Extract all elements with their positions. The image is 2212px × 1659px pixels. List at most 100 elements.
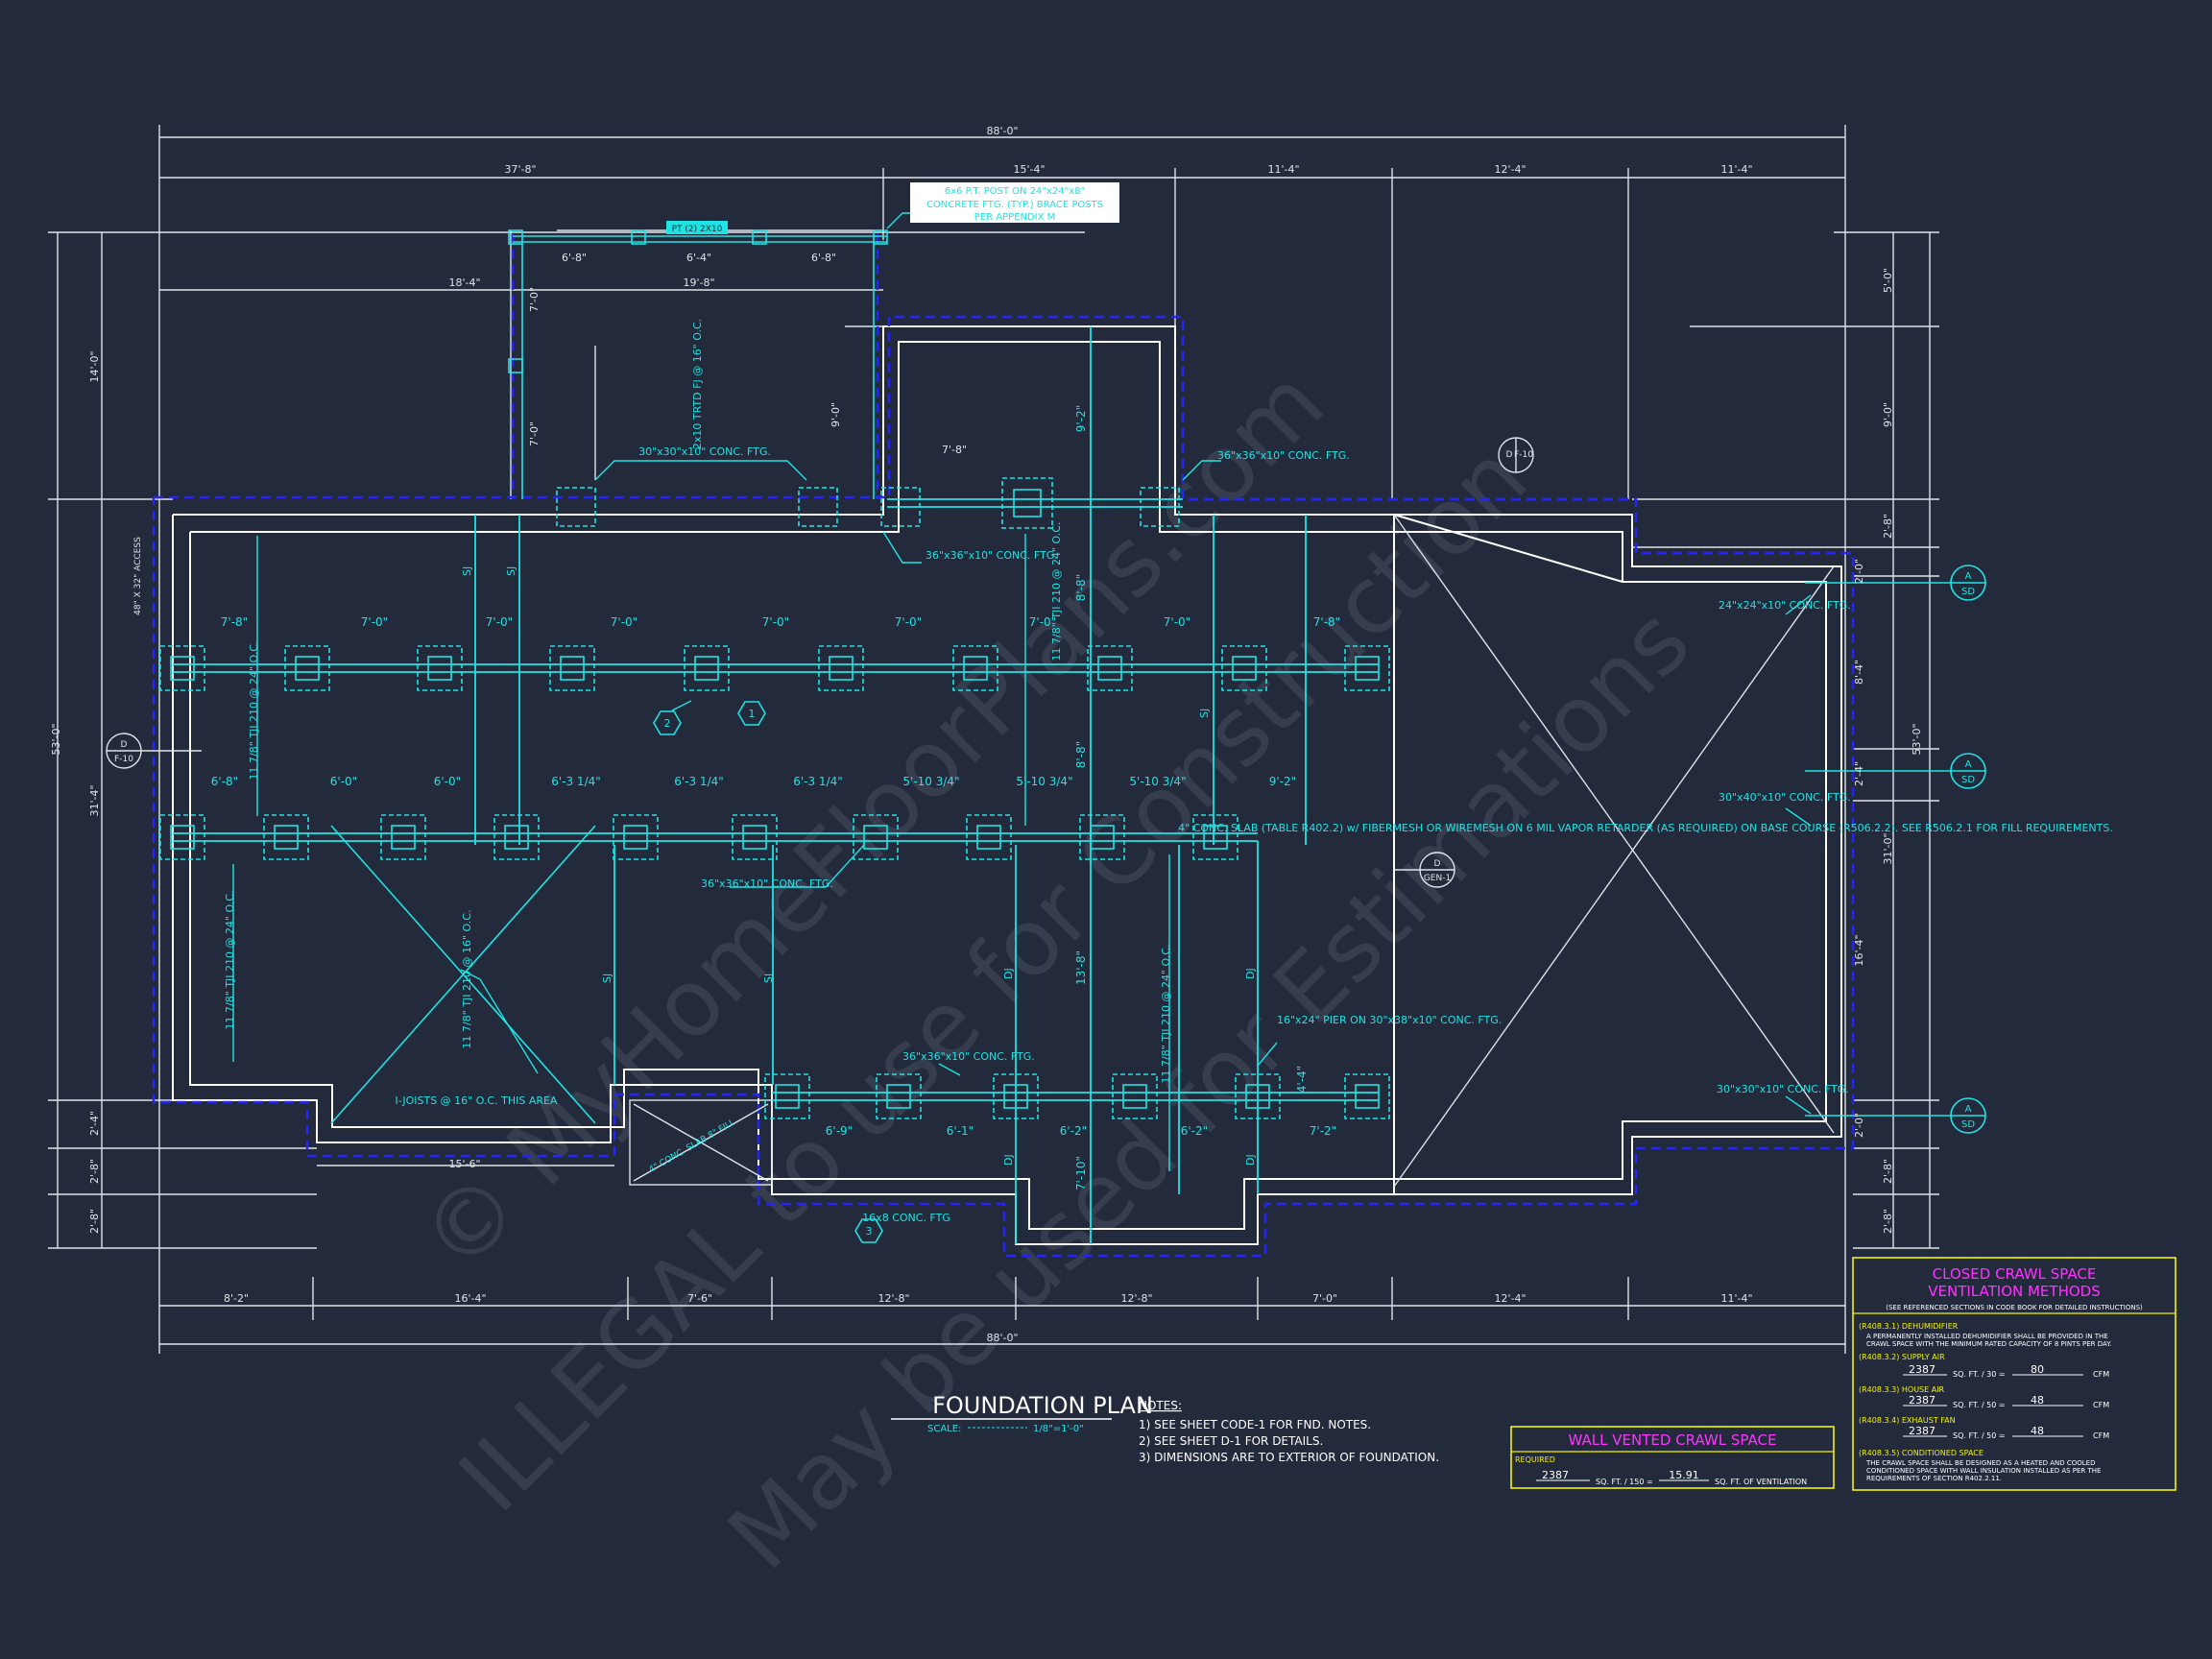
footing-row3-3-post: [1122, 1084, 1147, 1109]
dim-v-6: 4'-4": [1295, 1066, 1309, 1093]
footing-row2-2-outline: [380, 814, 426, 860]
footing-row1-6-outline: [952, 645, 998, 691]
row1-spacing-5: 7'-0": [895, 615, 922, 629]
footing-row1-2-post: [427, 656, 452, 681]
footing-row2-8-post: [1090, 825, 1115, 850]
dim-top-3: 11'-4": [1267, 163, 1299, 176]
closed-crawl-subtitle: (SEE REFERENCED SECTIONS IN CODE BOOK FO…: [1886, 1304, 2143, 1311]
vertical-interior-dims: 9'-2" 8'-8" 8'-8" 13'-8" 7'-10" 4'-4": [1074, 405, 1309, 1190]
exhaust-div: SQ. FT. / 50 =: [1953, 1431, 2006, 1440]
section-a-1-bottom: SD: [1961, 587, 1975, 597]
row2-spacing-2: 6'-0": [434, 775, 461, 788]
ftg-36-b-note: 36"x36"x10" CONC. FTG.: [1217, 449, 1350, 462]
dim-porch-overall-2: 19'-8": [683, 276, 714, 289]
cond-text-1: THE CRAWL SPACE SHALL BE DESIGNED AS A H…: [1865, 1459, 2096, 1467]
detail-top-bottom: F-10: [1514, 450, 1533, 460]
dim-right-11: 2'-8": [1882, 1209, 1894, 1234]
closed-crawl-title-1: CLOSED CRAWL SPACE: [1933, 1265, 2097, 1283]
supply-area: 2387: [1909, 1363, 1936, 1376]
cond-text-3: REQUIREMENTS OF SECTION R402.2.11.: [1866, 1475, 2002, 1482]
dim-bottom-7: 12'-4": [1494, 1292, 1526, 1305]
row2-spacing-1: 6'-0": [330, 775, 357, 788]
dehum-label: (R408.3.1) DEHUMIDIFIER: [1859, 1322, 1959, 1331]
beam-tag-text: PT (2) 2X10: [672, 225, 723, 234]
dim-small-bottom: 15'-6": [448, 1158, 480, 1170]
row3-spacing-1: 6'-1": [947, 1124, 974, 1138]
wall-vented-div: SQ. FT. / 150 =: [1596, 1478, 1653, 1486]
dim-v-1: 9'-2": [1074, 405, 1088, 432]
supply-label: (R408.3.2) SUPPLY AIR: [1859, 1353, 1945, 1361]
footing-row3-3-outline: [1112, 1073, 1158, 1119]
footing-row3-4-post: [1245, 1084, 1270, 1109]
footing-row1-1-outline: [284, 645, 330, 691]
notes-heading: NOTES:: [1139, 1399, 1182, 1412]
footing-row1-1-post: [295, 656, 320, 681]
footing-row2-2-post: [391, 825, 416, 850]
row2-spacing-6: 5'-10 3/4": [902, 775, 959, 788]
dim-bottom-4: 12'-8": [878, 1292, 909, 1305]
dim-right-9: 2'-0": [1853, 1113, 1865, 1138]
scale-value: 1/8"=1'-0": [1033, 1424, 1084, 1434]
row1-spacing-1: 7'-0": [361, 615, 388, 629]
post-callout-text-2: CONCRETE FTG. (TYP.) BRACE POSTS: [926, 200, 1103, 210]
row2-spacing-3: 6'-3 1/4": [551, 775, 601, 788]
row1-spacing-6: 7'-0": [1029, 615, 1056, 629]
tag-3: 3: [866, 1225, 873, 1238]
footing-row1-6-post: [963, 656, 988, 681]
row3-spacing-4: 7'-2": [1310, 1124, 1336, 1138]
ftg-30-note: 30"x30"x10" CONC. FTG.: [638, 445, 771, 458]
footing-row1-9-post: [1355, 656, 1380, 681]
cond-label: (R408.3.5) CONDITIONED SPACE: [1859, 1449, 1984, 1457]
dim-porch-3: 6'-8": [811, 252, 836, 264]
dim-left-overall: 53'-0": [50, 723, 62, 755]
ftg-36-a-note: 36"x36"x10" CONC. FTG.: [926, 549, 1058, 562]
row2-spacing-5: 6'-3 1/4": [793, 775, 843, 788]
sj-3: SJ: [601, 974, 613, 983]
cond-text-2: CONDITIONED SPACE WITH WALL INSULATION I…: [1866, 1467, 2101, 1475]
callout-tags: [653, 701, 883, 1243]
ijoist-area: [330, 825, 596, 1124]
section-a-1-top: A: [1965, 571, 1972, 582]
footing-row1-9-outline: [1344, 645, 1390, 691]
dim-right-overall: 53'-0": [1911, 723, 1923, 755]
footing-row3-2-post: [1003, 1084, 1028, 1109]
dim-left-1: 14'-0": [88, 350, 101, 382]
row1-spacing-2: 7'-0": [486, 615, 513, 629]
note-2: 2) SEE SHEET D-1 FOR DETAILS.: [1139, 1434, 1323, 1448]
footing-row1-8-post: [1232, 656, 1257, 681]
row3-spacing-0: 6'-9": [826, 1124, 853, 1138]
cfm-3: CFM: [2093, 1431, 2109, 1440]
footing-row2-7-post: [976, 825, 1001, 850]
title-block: FOUNDATION PLAN SCALE: 1/8"=1'-0" NOTES:…: [891, 1392, 1439, 1464]
slab-note: 4" CONC. SLAB (TABLE R402.2) w/ FIBERMES…: [1178, 822, 2113, 834]
sj-5: SJ: [1198, 709, 1211, 718]
dim-porch-h3: 9'-0": [830, 402, 842, 427]
footing-row2-5-outline: [732, 814, 778, 860]
footing-row3-1-post: [886, 1084, 911, 1109]
wall-dashed-line: [152, 234, 1855, 1258]
plan-title: FOUNDATION PLAN: [932, 1392, 1153, 1419]
dim-v-5: 7'-10": [1074, 1156, 1088, 1190]
footing-pads: [159, 477, 1390, 1119]
footing-row1-5-outline: [818, 645, 864, 691]
dim-right-8: 16'-4": [1853, 934, 1865, 966]
dim-porch-h1: 7'-0": [528, 287, 541, 312]
exhaust-label: (R408.3.4) EXHAUST FAN: [1859, 1416, 1956, 1425]
detail-left-top: D: [121, 740, 128, 750]
dim-porch-overall-1: 18'-4": [448, 276, 480, 289]
dim-top-4: 12'-4": [1494, 163, 1526, 176]
row2-spacing-0: 6'-8": [211, 775, 238, 788]
ftg-36-d-note: 36"x36"x10" CONC. FTG.: [902, 1050, 1035, 1063]
plan-notes: 6x6 P.T. POST ON 24"x24"x8" CONCRETE FTG…: [133, 186, 2113, 1238]
cfm-1: CFM: [2093, 1370, 2109, 1379]
dimension-texts: 88'-0" 37'-8" 15'-4" 11'-4" 12'-4" 11'-4…: [224, 125, 1753, 1344]
footing-row1-3-post: [560, 656, 585, 681]
footing-porch-a-outline: [556, 487, 596, 527]
ijoist-note: I-JOISTS @ 16" O.C. THIS AREA: [396, 1094, 558, 1107]
dj-1: DJ: [1002, 968, 1015, 979]
footing-row1-4-post: [694, 656, 719, 681]
note-3: 3) DIMENSIONS ARE TO EXTERIOR OF FOUNDAT…: [1139, 1451, 1439, 1464]
house-div: SQ. FT. / 50 =: [1953, 1401, 2006, 1409]
footing-row2-6-outline: [853, 814, 899, 860]
dim-porch-h2: 7'-0": [528, 421, 541, 446]
